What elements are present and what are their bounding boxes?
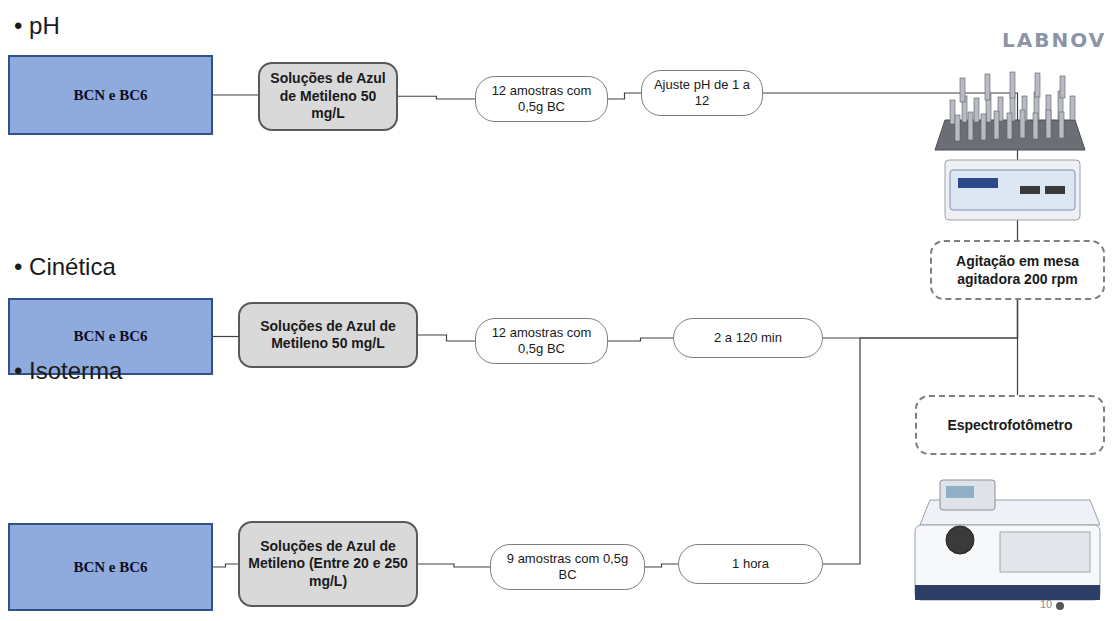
connector-line — [645, 564, 678, 567]
step-pill: 9 amostras com 0,5g BC — [490, 544, 645, 590]
material-box: BCN e BC6 — [8, 523, 213, 611]
connector-line — [1017, 300, 1018, 395]
node-text: Soluções de Azul de Metileno 50 mg/L — [248, 318, 408, 353]
material-box: BCN e BC6 — [8, 55, 213, 135]
equipment-box: Espectrofotômetro — [915, 395, 1105, 455]
node-text: 12 amostras com 0,5g BC — [486, 325, 597, 356]
node-text: BCN e BC6 — [73, 87, 147, 104]
connector-line — [213, 564, 238, 567]
section-label: • pH — [14, 12, 60, 40]
step-pill: 12 amostras com 0,5g BC — [475, 318, 608, 364]
node-text: Ajuste pH de 1 a 12 — [652, 77, 752, 108]
connector-line — [608, 93, 641, 99]
solution-box: Soluções de Azul de Metileno (Entre 20 e… — [238, 521, 418, 607]
connector-line — [418, 335, 475, 341]
node-text: BCN e BC6 — [73, 328, 147, 345]
connector-line — [213, 94, 258, 95]
node-text: 9 amostras com 0,5g BC — [501, 551, 634, 582]
section-label: • Cinética — [14, 253, 116, 281]
connector-line — [213, 336, 238, 337]
page-number: 10 — [1040, 598, 1052, 610]
node-text: 12 amostras com 0,5g BC — [486, 83, 597, 114]
logo-text: LABNOV — [1002, 28, 1106, 52]
spectrophotometer-illustration — [915, 480, 1100, 610]
step-pill: 1 hora — [678, 544, 823, 584]
connector-line — [418, 564, 490, 567]
node-text: Soluções de Azul de Metileno 50 mg/L — [268, 70, 388, 123]
connector-line — [823, 300, 1018, 338]
step-pill: 12 amostras com 0,5g BC — [475, 76, 608, 122]
node-text: BCN e BC6 — [73, 559, 147, 576]
connector-line — [398, 96, 475, 99]
solution-box: Soluções de Azul de Metileno 50 mg/L — [258, 62, 398, 131]
node-text: Espectrofotômetro — [947, 416, 1072, 434]
shaker-illustration — [935, 72, 1085, 220]
connector-line — [608, 338, 673, 341]
solution-box: Soluções de Azul de Metileno 50 mg/L — [238, 302, 418, 368]
equipment-box: Agitação em mesa agitadora 200 rpm — [930, 240, 1105, 300]
section-label: • Isoterma — [14, 357, 122, 385]
node-text: 1 hora — [732, 556, 769, 572]
node-text: 2 a 120 min — [714, 330, 782, 346]
step-pill: Ajuste pH de 1 a 12 — [641, 70, 763, 116]
node-text: Agitação em mesa agitadora 200 rpm — [942, 252, 1093, 288]
node-text: Soluções de Azul de Metileno (Entre 20 e… — [248, 538, 408, 591]
step-pill: 2 a 120 min — [673, 318, 823, 358]
